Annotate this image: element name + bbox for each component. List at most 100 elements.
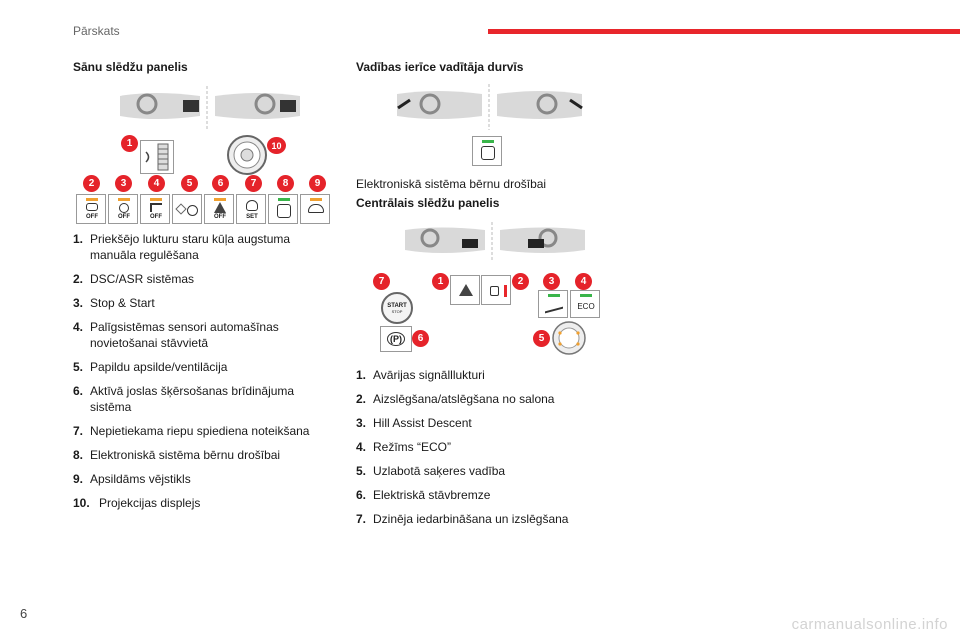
switch-label: SET xyxy=(246,214,258,220)
switch-stop-start: OFF xyxy=(108,194,138,224)
badge-8: 8 xyxy=(277,175,294,192)
switch-heated-windscreen xyxy=(300,194,330,224)
led-orange xyxy=(86,198,98,201)
windscreen-heat-icon xyxy=(308,204,324,213)
hill-descent-icon xyxy=(545,300,563,314)
heating-timer-icon xyxy=(187,205,198,216)
item-text: Projekcijas displejs xyxy=(99,496,201,510)
item-number: 6. xyxy=(73,384,84,398)
item-number: 10. xyxy=(73,496,90,510)
switch-additional-heating xyxy=(172,194,202,224)
list-item: 7. Nepietiekama riepu spiediena noteikšan… xyxy=(73,423,338,439)
item-number: 6. xyxy=(356,488,367,502)
item-text: Aizslēgšana/atslēgšana no salona xyxy=(373,392,555,406)
switch-label: OFF xyxy=(118,214,130,220)
section-title-central-panel: Centrālais slēdžu panelis xyxy=(356,196,500,210)
switch-dsc-asr: OFF xyxy=(76,194,106,224)
door-caption: Elektroniskā sistēma bērnu drošībai xyxy=(356,177,547,191)
led-orange xyxy=(310,198,322,201)
list-item: 6. Aktīvā joslas šķērsošanas brīdinājuma … xyxy=(73,383,338,415)
list-item: 2. DSC/ASR sistēmas xyxy=(73,271,338,287)
item-number: 1. xyxy=(356,368,367,382)
child-lock-icon xyxy=(277,204,291,218)
car-skid-icon xyxy=(86,203,98,211)
item-number: 4. xyxy=(356,440,367,454)
led-green xyxy=(580,294,592,297)
parking-sensor-icon xyxy=(150,203,162,212)
switch-tyre-pressure: SET xyxy=(236,194,266,224)
list-item: 5. Papildu apsilde/ventilācija xyxy=(73,359,338,375)
switch-label: OFF xyxy=(86,214,98,220)
list-item: 2. Aizslēgšana/atslēgšana no salona xyxy=(356,391,621,407)
section-title-side-panel: Sānu slēdžu panelis xyxy=(73,60,188,74)
parking-brake-icon: (P) xyxy=(387,332,405,346)
item-text: Apsildāms vējstikls xyxy=(90,472,191,486)
section-title-driver-door: Vadības ierīce vadītāja durvīs xyxy=(356,60,524,74)
led-orange xyxy=(214,198,226,201)
item-number: 2. xyxy=(73,272,84,286)
driver-door-illustration xyxy=(397,84,583,130)
grip-control-dial-icon xyxy=(552,321,586,355)
badge-c1: 1 xyxy=(432,273,449,290)
item-number: 9. xyxy=(73,472,84,486)
item-text: Nepietiekama riepu spiediena noteikšana xyxy=(90,424,310,438)
badge-c5: 5 xyxy=(533,330,550,347)
hill-assist-switch xyxy=(538,290,568,318)
badge-2: 2 xyxy=(83,175,100,192)
item-number: 4. xyxy=(73,320,84,334)
lane-icon xyxy=(214,202,226,213)
item-text: Stop & Start xyxy=(90,296,155,310)
list-item: 4. Režīms “ECO” xyxy=(356,439,621,455)
led-orange xyxy=(150,198,162,201)
page-header-title: Pārskats xyxy=(73,24,120,38)
eco-switch: ECO xyxy=(570,290,600,318)
led-orange xyxy=(118,198,130,201)
badge-c4: 4 xyxy=(575,273,592,290)
central-panel-item-list: 1.Avārijas signālllukturi 2. Aizslēgšana/… xyxy=(356,367,621,535)
stop-start-icon xyxy=(119,203,129,213)
list-item: 1.Priekšējo lukturu staru kūļa augstuma … xyxy=(73,231,338,263)
list-item: 8.Elektroniskā sistēma bērnu drošībai xyxy=(73,447,338,463)
item-number: 2. xyxy=(356,392,367,406)
list-item: 9. Apsildāms vējstikls xyxy=(73,471,338,487)
list-item: 4. Palīgsistēmas sensori automašīnas novi… xyxy=(73,319,338,351)
hazard-triangle-icon xyxy=(459,284,473,296)
item-text: Hill Assist Descent xyxy=(373,416,472,430)
hud-control-icon xyxy=(227,135,267,175)
badge-9: 9 xyxy=(309,175,326,192)
item-number: 7. xyxy=(73,424,84,438)
item-number: 7. xyxy=(356,512,367,526)
side-panel-item-list: 1.Priekšējo lukturu staru kūļa augstuma … xyxy=(73,231,338,519)
item-text: Režīms “ECO” xyxy=(373,440,451,454)
led-green xyxy=(548,294,560,297)
item-number: 3. xyxy=(356,416,367,430)
badge-7: 7 xyxy=(245,175,262,192)
item-text: Priekšējo lukturu staru kūļa augstuma ma… xyxy=(90,232,291,262)
badge-1: 1 xyxy=(121,135,138,152)
item-text: Uzlabotā saķeres vadība xyxy=(373,464,506,478)
led-green xyxy=(278,198,290,201)
tyre-pressure-icon xyxy=(246,200,258,211)
item-text: Papildu apsilde/ventilācija xyxy=(90,360,228,374)
list-item: 1.Avārijas signālllukturi xyxy=(356,367,621,383)
badge-c6: 6 xyxy=(412,330,429,347)
hazard-switch xyxy=(450,275,480,305)
switch-parking-sensors: OFF xyxy=(140,194,170,224)
item-text: DSC/ASR sistēmas xyxy=(90,272,195,286)
item-number: 5. xyxy=(73,360,84,374)
child-lock-icon xyxy=(481,146,495,160)
item-text: Aktīvā joslas šķērsošanas brīdinājuma si… xyxy=(90,384,295,414)
lock-icon xyxy=(490,286,499,296)
switch-label: OFF xyxy=(150,214,162,220)
badge-5: 5 xyxy=(181,175,198,192)
badge-c7: 7 xyxy=(373,273,390,290)
item-number: 8. xyxy=(73,448,84,462)
badge-c2: 2 xyxy=(512,273,529,290)
lock-switch xyxy=(481,275,511,305)
badge-3: 3 xyxy=(115,175,132,192)
list-item: 3. Hill Assist Descent xyxy=(356,415,621,431)
eco-label: ECO xyxy=(577,302,595,311)
item-text: Palīgsistēmas sensori automašīnas noviet… xyxy=(90,320,279,350)
start-label: START xyxy=(387,302,407,309)
led-green xyxy=(482,140,494,143)
